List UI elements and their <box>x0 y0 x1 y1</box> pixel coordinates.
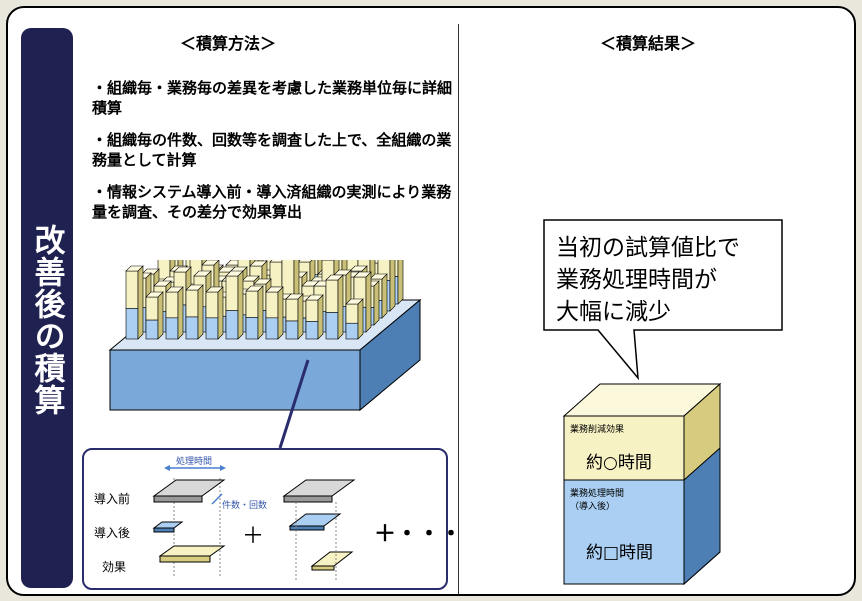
process-tiles-illustration <box>152 465 356 580</box>
method-bullets: ・組織毎・業務毎の差異を考慮した業務単位毎に詳細積算 ・組織毎の件数、回数等を調… <box>92 78 452 234</box>
result-heading: ＜積算結果＞ <box>600 34 697 53</box>
bullet-item: ・組織毎の件数、回数等を調査した上で、全組織の業務量として計算 <box>92 131 452 169</box>
effect-inset-panel: 導入前 導入後 効果 処理時間 件数・回数 ＋ ＋・・・ <box>82 448 462 590</box>
section-divider <box>458 24 459 594</box>
row-label-before: 導入前 <box>94 492 131 506</box>
reduction-effect-label: 業務削減効果 <box>570 425 625 435</box>
bar-cluster <box>125 260 404 340</box>
processing-time-after-label: 業務処理時間 （導入後） <box>570 489 625 512</box>
result-stacked-box <box>562 382 722 586</box>
row-label-effect: 効果 <box>102 560 127 574</box>
bullet-item: ・情報システム導入前・導入済組織の実測により業務量を調査、その差分で効果算出 <box>92 183 452 221</box>
processing-time-label: 処理時間 <box>176 457 213 467</box>
row-label-after: 導入後 <box>94 526 131 540</box>
method-heading: ＜積算方法＞ <box>180 34 277 53</box>
callout-text: 当初の試算値比で 業務処理時間が 大幅に減少 <box>556 235 740 325</box>
reduction-effect-value: 約○時間 <box>586 453 652 473</box>
callout-bubble <box>543 219 783 381</box>
count-label: 件数・回数 <box>222 501 268 511</box>
plus-sign: ＋ <box>242 524 265 549</box>
bullet-item: ・組織毎・業務毎の差異を考慮した業務単位毎に詳細積算 <box>92 79 453 117</box>
processing-time-after-value: 約□時間 <box>586 543 654 563</box>
slide-frame: 改善後の積算 ＜積算方法＞ ・組織毎・業務毎の差異を考慮した業務単位毎に詳細積算… <box>6 6 856 596</box>
sidebar: 改善後の積算 <box>21 28 73 588</box>
sidebar-title: 改善後の積算 <box>28 224 65 416</box>
bar-city-illustration <box>108 260 422 449</box>
plus-ellipsis: ＋・・・ <box>374 522 463 547</box>
